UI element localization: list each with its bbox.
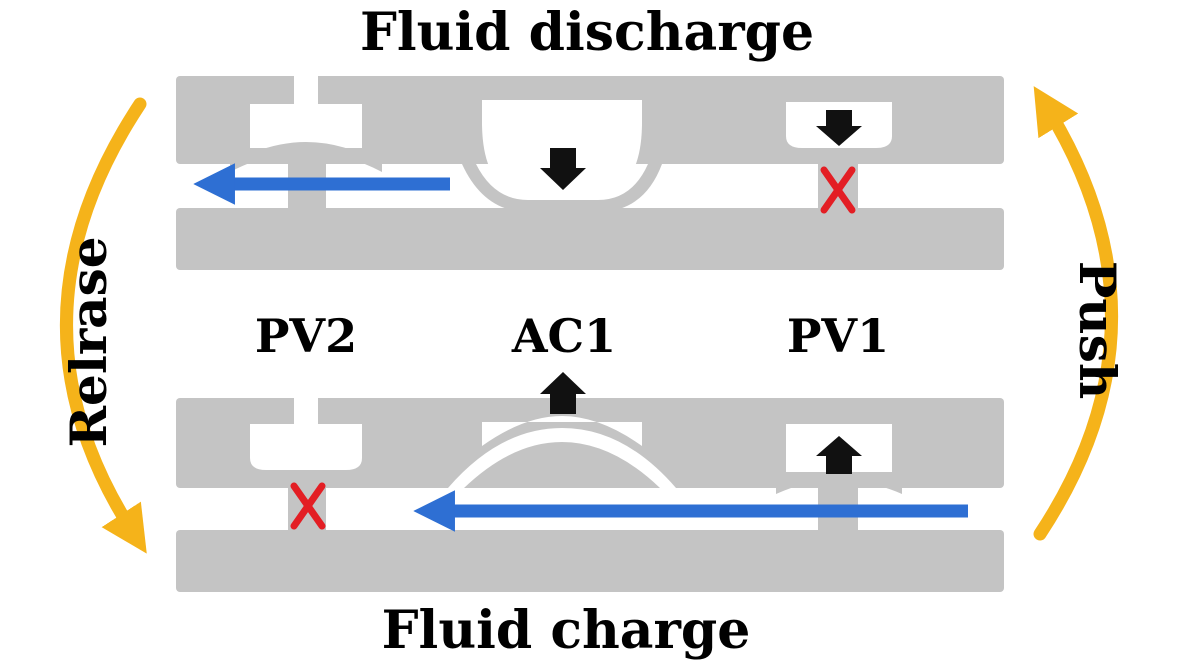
- down-arrow-icon: [540, 148, 586, 190]
- release-label: Relrase: [59, 236, 118, 447]
- push-label: Push: [1068, 261, 1127, 399]
- down-arrow-icon: [816, 110, 862, 146]
- curved-arrow-icon: [60, 97, 147, 554]
- bottom-lower-body: [176, 530, 1004, 592]
- pv2-chamber-top: [250, 76, 362, 148]
- up-arrow-icon: [540, 372, 586, 414]
- x-mark-icon: [820, 166, 856, 214]
- pv1-membrane-bottom: [776, 472, 902, 494]
- pv2-chamber-bottom: [250, 398, 362, 470]
- pv1-label: PV1: [787, 309, 889, 363]
- fluid-charge-title: Fluid charge: [382, 600, 751, 661]
- discharge-panel: [176, 76, 1004, 270]
- charge-panel: [176, 372, 1004, 592]
- top-lower-body: [176, 208, 1004, 270]
- x-mark-icon: [290, 482, 326, 530]
- pv1-stem-top: [818, 150, 858, 210]
- fluid-discharge-title: Fluid discharge: [360, 2, 814, 63]
- ac1-label: AC1: [511, 309, 616, 363]
- pv2-label: PV2: [255, 309, 357, 363]
- ac1-membrane-top: [462, 164, 662, 212]
- up-arrow-icon: [816, 436, 862, 474]
- pv2-membrane-top: [230, 142, 382, 172]
- curved-arrow-icon: [1033, 86, 1118, 541]
- ac1-membrane-bottom: [448, 428, 676, 488]
- ac1-chamber-bottom: [482, 416, 642, 446]
